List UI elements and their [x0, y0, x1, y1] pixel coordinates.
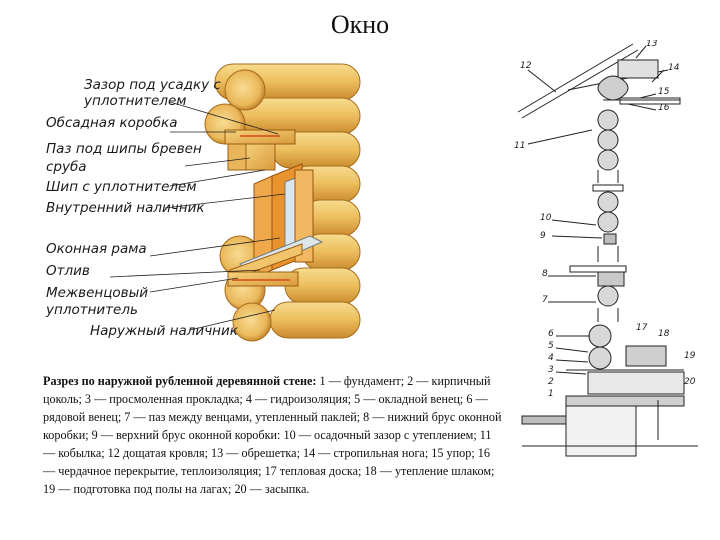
num-11: 11 — [514, 141, 525, 151]
log-wall-drawing — [109, 63, 361, 342]
label-log-groove-line2: сруба — [46, 159, 87, 175]
label-shrinkage-gap-line2: уплотнителем — [84, 93, 187, 109]
window-top-section — [592, 184, 624, 262]
label-interlog-seal-line2: уплотнитель — [46, 302, 138, 318]
page-title: Окно — [330, 10, 390, 39]
window-sill — [229, 235, 324, 281]
label-outer-trim: Наружный наличник — [90, 323, 238, 339]
num-20: 20 — [684, 377, 696, 387]
figure-caption: Разрез по наружной рубленной деревянной … — [43, 372, 505, 498]
num-19: 19 — [684, 351, 696, 361]
caption-heading: Разрез по наружной рубленной деревянной … — [43, 374, 317, 388]
window-sill-section — [569, 265, 627, 322]
num-17: 17 — [636, 323, 648, 333]
foundation-section — [521, 324, 698, 457]
num-12: 12 — [520, 61, 532, 71]
num-4: 4 — [548, 353, 554, 363]
num-14: 14 — [668, 63, 680, 73]
wall-section-svg: 12 13 14 15 16 11 10 9 8 7 6 5 4 3 2 1 1… — [514, 39, 698, 457]
label-casing-box: Обсадная коробка — [46, 115, 178, 131]
num-10: 10 — [540, 213, 552, 223]
label-shrinkage-gap: Зазор под усадку с — [84, 77, 221, 93]
label-inner-trim: Внутренний наличник — [46, 200, 205, 216]
label-window-frame: Оконная рама — [46, 241, 147, 257]
label-drip: Отлив — [46, 263, 90, 279]
roof-section — [517, 43, 681, 183]
num-8: 8 — [542, 269, 548, 279]
num-6: 6 — [548, 329, 554, 339]
num-9: 9 — [540, 231, 546, 241]
num-15: 15 — [658, 87, 670, 97]
num-5: 5 — [548, 341, 554, 351]
casing-box-bottom — [227, 271, 299, 287]
caption-body: 1 — фундамент; 2 — кирпичный цоколь; 3 —… — [43, 374, 502, 496]
num-16: 16 — [658, 103, 670, 113]
num-13: 13 — [646, 40, 658, 49]
label-tenon-seal: Шип с уплотнителем — [46, 179, 197, 195]
leader-lines — [109, 101, 286, 331]
num-2: 2 — [548, 377, 554, 387]
label-log-groove: Паз под шипы бревен — [46, 141, 202, 157]
num-1: 1 — [548, 389, 554, 399]
num-18: 18 — [658, 329, 670, 339]
label-interlog-seal: Межвенцовый — [46, 285, 149, 301]
num-7: 7 — [542, 295, 548, 305]
wall-section-drawing: 12 13 14 15 16 11 10 9 8 7 6 5 4 3 2 1 1… — [508, 39, 708, 465]
num-3: 3 — [548, 365, 554, 375]
log-wall-window-illustration: Зазор под усадку с уплотнителем Обсадная… — [40, 58, 370, 348]
